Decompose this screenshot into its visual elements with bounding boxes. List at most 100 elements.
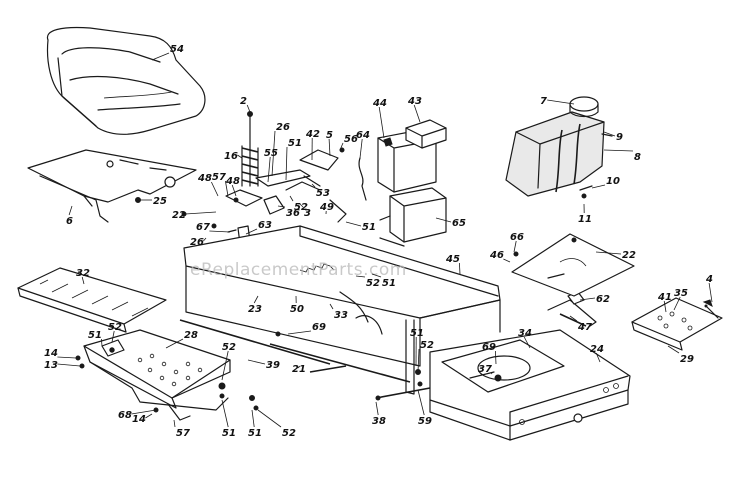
leader-line <box>251 409 255 428</box>
fender-plate-right <box>511 233 635 297</box>
part-label: 57 <box>212 172 226 183</box>
leader-line <box>81 276 85 285</box>
part-label: 35 <box>674 288 688 299</box>
part-label: 68 <box>118 410 132 421</box>
part-label: 9 <box>616 132 623 143</box>
part-label: 48 <box>225 176 240 187</box>
part-label: 52 <box>294 202 308 213</box>
part-label: 21 <box>292 364 306 375</box>
leader-line <box>151 52 170 61</box>
part-label: 34 <box>518 328 532 339</box>
leader-line <box>673 296 681 311</box>
leader-line <box>579 297 596 301</box>
leader-line <box>57 356 77 359</box>
leader-line <box>603 149 634 152</box>
leader-line <box>145 413 153 419</box>
part-label: 47 <box>577 322 592 333</box>
leader-line <box>221 350 229 381</box>
part-label: 49 <box>319 202 334 213</box>
part-label: 52 <box>420 340 434 351</box>
leader-line <box>246 104 251 113</box>
leader-line <box>547 99 575 105</box>
leader-line <box>101 338 103 347</box>
leader-line <box>569 315 578 322</box>
leader-line <box>663 300 667 313</box>
part-label: 62 <box>596 294 610 305</box>
part-label: 4 <box>705 274 713 285</box>
part-label: 51 <box>288 138 302 149</box>
part-label: 69 <box>312 322 326 333</box>
leader-line <box>413 104 421 123</box>
leader-line <box>523 336 531 349</box>
part-label: 55 <box>264 148 278 159</box>
leader-line <box>345 221 362 227</box>
leader-line <box>329 303 334 310</box>
leader-line <box>257 409 282 428</box>
part-label: 51 <box>362 222 376 233</box>
leader-line <box>203 237 207 242</box>
leader-line <box>285 146 288 181</box>
watermark: eReplacementParts.com <box>190 260 407 280</box>
leader-line <box>253 295 259 304</box>
part-label: 51 <box>382 278 396 289</box>
leader-line <box>289 195 294 202</box>
part-label: 64 <box>356 130 370 141</box>
leader-line <box>221 399 229 428</box>
part-label: 39 <box>266 360 280 371</box>
part-label: 59 <box>418 416 432 427</box>
part-label: 3 <box>304 208 311 219</box>
leader-line <box>111 330 115 343</box>
part-label: 29 <box>680 354 694 365</box>
part-label: 36 <box>286 208 300 219</box>
battery-tray <box>379 187 447 247</box>
leader-line <box>328 138 331 157</box>
leader-line <box>237 154 243 159</box>
part-label: 33 <box>334 310 348 321</box>
part-label: 51 <box>222 428 236 439</box>
part-label: 52 <box>282 428 296 439</box>
part-label: 48 <box>197 173 212 184</box>
leader-line <box>417 389 425 416</box>
leader-line <box>495 350 497 365</box>
fasteners <box>181 211 708 387</box>
part-label: 22 <box>622 250 636 261</box>
part-label: 66 <box>510 232 524 243</box>
footrest-left <box>17 267 167 333</box>
leader-line <box>231 184 237 197</box>
fuel-tank <box>505 96 613 197</box>
seat-pan <box>27 149 197 223</box>
battery <box>377 119 447 193</box>
leader-line <box>503 258 511 263</box>
part-label: 38 <box>372 416 386 427</box>
part-label: 11 <box>578 214 592 225</box>
part-label: 41 <box>657 292 672 303</box>
part-label: 67 <box>196 222 210 233</box>
part-label: 53 <box>316 188 330 199</box>
leader-lines <box>57 52 713 428</box>
part-label: 28 <box>184 330 198 341</box>
leader-line <box>311 183 316 188</box>
foot-plate-left <box>75 329 259 421</box>
leader-line <box>225 180 229 197</box>
part-label: 26 <box>190 237 204 248</box>
part-label: 46 <box>489 250 504 261</box>
part-label: 8 <box>634 152 641 163</box>
footrest-right <box>631 297 723 351</box>
part-label: 6 <box>66 216 73 227</box>
leader-line <box>247 359 266 365</box>
part-label: 65 <box>452 218 466 229</box>
leader-line <box>209 230 231 233</box>
part-label: 52 <box>108 322 122 333</box>
part-label: 25 <box>153 196 167 207</box>
part-label: 51 <box>410 328 424 339</box>
part-label: 14 <box>44 348 58 359</box>
leader-line <box>173 419 176 428</box>
leader-line <box>287 330 312 335</box>
part-label: 5 <box>326 130 333 141</box>
leader-line <box>131 409 157 415</box>
part-label: 37 <box>478 364 492 375</box>
leader-line <box>359 138 363 159</box>
leader-line <box>299 203 304 208</box>
